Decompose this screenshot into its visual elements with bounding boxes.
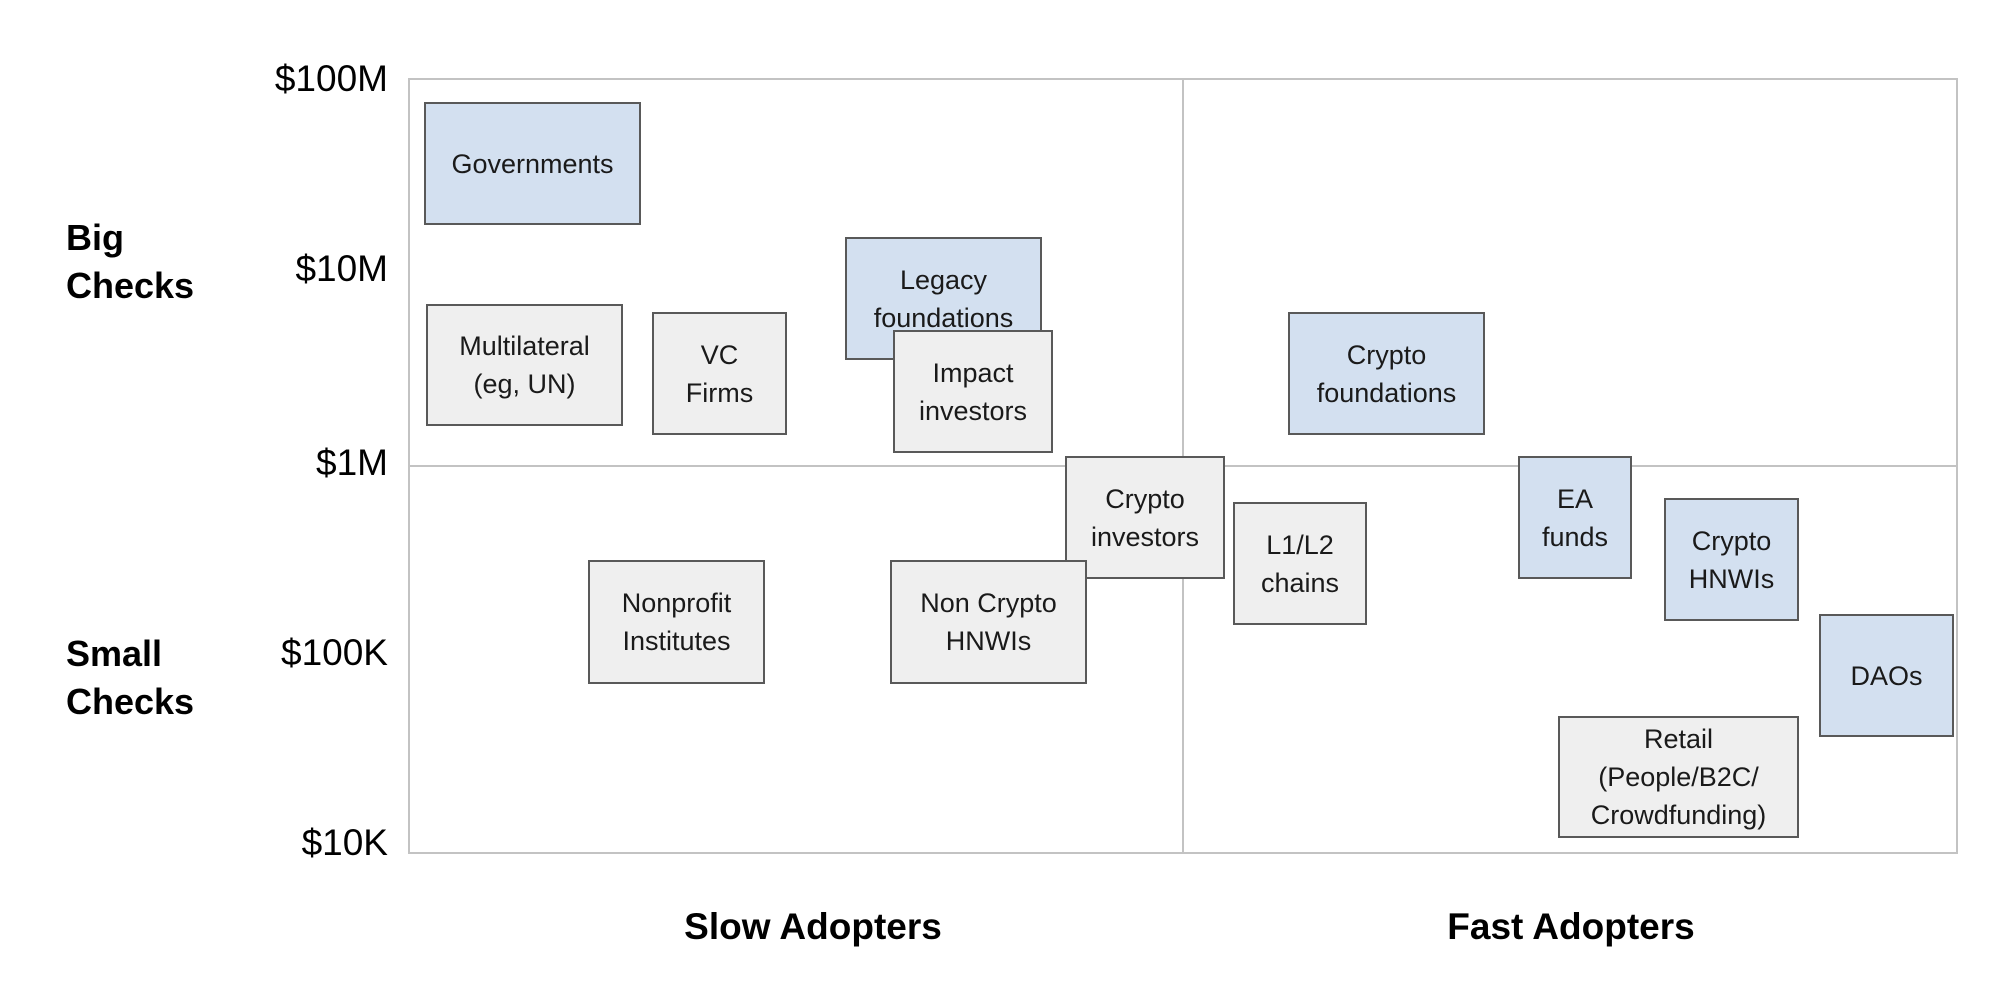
y-tick-100m: $100M bbox=[274, 58, 388, 99]
y-tick-10k: $10K bbox=[301, 822, 388, 863]
node-nonprofit-institutes: Nonprofit Institutes bbox=[588, 560, 765, 684]
y-tick-10m: $10M bbox=[295, 248, 388, 289]
node-crypto-foundations: Crypto foundations bbox=[1288, 312, 1485, 435]
x-label-slow-adopters: Slow Adopters bbox=[684, 906, 942, 947]
node-crypto-hnwis: Crypto HNWIs bbox=[1664, 498, 1799, 621]
x-label-fast-adopters: Fast Adopters bbox=[1447, 906, 1695, 947]
node-retail: Retail (People/B2C/ Crowdfunding) bbox=[1558, 716, 1799, 838]
node-label: Multilateral (eg, UN) bbox=[459, 331, 590, 399]
node-label: EA funds bbox=[1541, 483, 1609, 552]
node-label: Governments bbox=[451, 148, 614, 179]
node-label: Legacy foundations bbox=[873, 265, 1014, 333]
node-label: Nonprofit Institutes bbox=[621, 588, 732, 656]
y-tick-100k: $100K bbox=[281, 632, 388, 673]
node-ea-funds: EA funds bbox=[1518, 456, 1632, 579]
node-impact-investors: Impact investors bbox=[893, 330, 1053, 453]
node-label: L1/L2 chains bbox=[1260, 529, 1340, 598]
node-governments: Governments bbox=[424, 102, 641, 225]
node-crypto-investors: Crypto investors bbox=[1065, 456, 1225, 579]
y-label-small-line1: Small bbox=[66, 633, 163, 674]
node-multilateral: Multilateral (eg, UN) bbox=[426, 304, 623, 426]
node-non-crypto-hnwis: Non Crypto HNWIs bbox=[890, 560, 1087, 684]
node-label: Crypto investors bbox=[1090, 483, 1200, 552]
y-tick-1m: $1M bbox=[316, 442, 388, 483]
y-label-small-checks: Small Checks bbox=[66, 630, 194, 726]
node-label: Crypto HNWIs bbox=[1688, 525, 1775, 594]
node-label: Impact investors bbox=[918, 357, 1028, 426]
node-label: Crypto foundations bbox=[1316, 339, 1457, 408]
node-daos: DAOs bbox=[1819, 614, 1954, 737]
y-label-big-checks: Big Checks bbox=[66, 214, 194, 310]
y-label-small-line2: Checks bbox=[66, 681, 195, 722]
node-label: VC Firms bbox=[685, 339, 754, 408]
node-label: Retail (People/B2C/ Crowdfunding) bbox=[1590, 724, 1767, 830]
node-label: DAOs bbox=[1850, 660, 1923, 691]
node-label: Non Crypto HNWIs bbox=[920, 588, 1057, 656]
node-vc-firms: VC Firms bbox=[652, 312, 787, 435]
node-l1-l2-chains: L1/L2 chains bbox=[1233, 502, 1367, 625]
y-label-big-line1: Big bbox=[66, 217, 124, 258]
y-label-big-line2: Checks bbox=[66, 265, 195, 306]
